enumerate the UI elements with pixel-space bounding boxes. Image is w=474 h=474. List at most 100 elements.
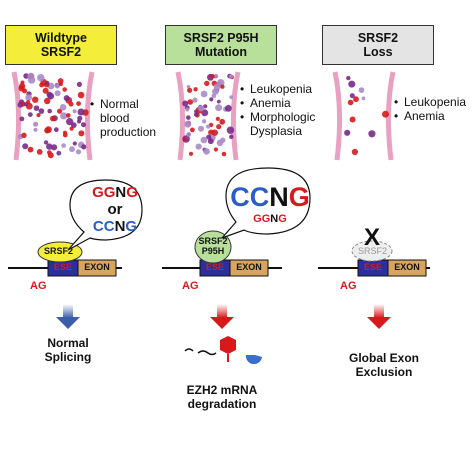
white-blood-cell	[209, 97, 214, 102]
red-blood-cell	[219, 118, 226, 125]
red-blood-cell	[78, 130, 85, 137]
white-blood-cell	[225, 104, 232, 112]
gene-wildtype	[8, 179, 143, 277]
arrow-global	[367, 304, 391, 329]
white-blood-cell	[63, 95, 70, 102]
protein-wildtype-label: SRSF2	[44, 246, 74, 256]
header-wildtype-line2: SRSF2	[40, 45, 82, 59]
red-blood-cell	[351, 148, 358, 156]
white-blood-cell	[186, 132, 192, 137]
white-blood-cell	[33, 127, 38, 132]
caption-global-line1: Global Exon	[348, 351, 419, 365]
white-blood-cell	[203, 104, 208, 109]
white-blood-cell	[75, 149, 82, 155]
white-blood-cell	[195, 143, 202, 150]
white-blood-cell	[186, 84, 191, 89]
red-blood-cell	[353, 96, 359, 103]
ese-label-3: ESE	[363, 262, 382, 272]
red-blood-cell	[188, 151, 194, 156]
header-mutation-line1: SRSF2 P95H	[183, 31, 259, 45]
motif-big-cc: CC	[230, 182, 270, 212]
white-blood-cell	[47, 108, 52, 114]
red-blood-cell	[36, 149, 43, 155]
protein-mutation-label: SRSF2 P95H	[198, 236, 228, 256]
white-blood-cell	[19, 116, 25, 122]
red-blood-cell	[21, 132, 27, 138]
blood-cells-wildtype	[17, 72, 89, 159]
red-blood-cell	[187, 87, 193, 93]
arrow-ezh2	[210, 304, 234, 329]
loss-x-mark: X	[364, 224, 381, 251]
ese-label-1: ESE	[53, 262, 72, 272]
red-blood-cell	[210, 74, 215, 79]
caption-normal-splicing: Normal Splicing	[28, 336, 108, 364]
red-blood-cell	[182, 137, 187, 142]
red-blood-cell	[19, 83, 26, 90]
exon-label-1: EXON	[84, 262, 110, 272]
header-wildtype: Wildtype SRSF2	[5, 25, 117, 65]
bubble-wildtype-text: GGNG or CCNG	[88, 184, 142, 235]
white-blood-cell	[184, 120, 192, 128]
white-blood-cell	[81, 122, 86, 128]
motif-big-n: N	[269, 182, 289, 212]
bubble-mutation-text: CCNG GGNG	[230, 183, 310, 226]
caption-ezh2-line1: EZH2 mRNA	[186, 383, 258, 397]
white-blood-cell	[368, 130, 376, 138]
white-blood-cell	[216, 99, 221, 104]
white-blood-cell	[77, 108, 85, 116]
white-blood-cell	[206, 124, 211, 129]
bullet-anemia-loss: Anemia	[404, 109, 445, 123]
header-mutation: SRSF2 P95H Mutation	[165, 25, 277, 65]
red-blood-cell	[42, 87, 49, 94]
white-blood-cell	[348, 80, 356, 88]
white-blood-cell	[198, 125, 204, 132]
red-blood-cell	[47, 152, 54, 159]
vessel-wildtype	[11, 71, 95, 161]
white-blood-cell	[56, 150, 62, 156]
white-blood-cell	[349, 93, 355, 99]
white-blood-cell	[358, 87, 365, 93]
mrna-degradation-icon	[184, 336, 262, 365]
header-wildtype-line1: Wildtype	[35, 31, 87, 45]
white-blood-cell	[186, 115, 191, 120]
bullet-anemia: Anemia	[250, 96, 291, 110]
header-loss: SRSF2 Loss	[322, 25, 434, 65]
red-blood-cell	[216, 124, 222, 130]
header-mutation-line2: Mutation	[194, 45, 248, 59]
arrow-normal	[56, 304, 80, 329]
header-loss-line2: Loss	[363, 45, 393, 59]
red-blood-cell	[349, 116, 356, 123]
white-blood-cell	[226, 126, 235, 134]
motif-small-g: G	[278, 213, 287, 225]
red-blood-cell	[63, 130, 67, 135]
caption-global-exon: Global Exon Exclusion	[334, 351, 434, 379]
white-blood-cell	[200, 90, 208, 98]
motif-g2: G	[125, 218, 138, 235]
motif-n2: N	[114, 218, 126, 235]
white-blood-cell	[215, 104, 223, 112]
ag-label-3: AG	[340, 280, 357, 292]
caption-ezh2: EZH2 mRNA degradation	[172, 383, 272, 411]
white-blood-cell	[77, 119, 81, 124]
caption-normal-line1: Normal	[47, 336, 89, 350]
white-blood-cell	[201, 109, 209, 117]
caption-global-line2: Exclusion	[355, 365, 413, 379]
white-blood-cell	[213, 74, 219, 79]
white-blood-cell	[22, 143, 29, 150]
white-blood-cell	[54, 90, 61, 97]
white-blood-cell	[51, 144, 58, 151]
white-blood-cell	[27, 72, 35, 80]
white-blood-cell	[344, 129, 351, 136]
motif-cc: CC	[92, 218, 115, 235]
exon-label-3: EXON	[394, 262, 420, 272]
red-blood-cell	[32, 96, 39, 103]
motif-small-n: N	[270, 213, 279, 225]
white-blood-cell	[38, 108, 45, 114]
white-blood-cell	[194, 109, 199, 114]
white-blood-cell	[47, 82, 55, 90]
white-blood-cell	[229, 74, 233, 79]
white-blood-cell	[25, 94, 32, 101]
white-blood-cell	[59, 104, 67, 111]
red-blood-cell	[22, 88, 27, 94]
